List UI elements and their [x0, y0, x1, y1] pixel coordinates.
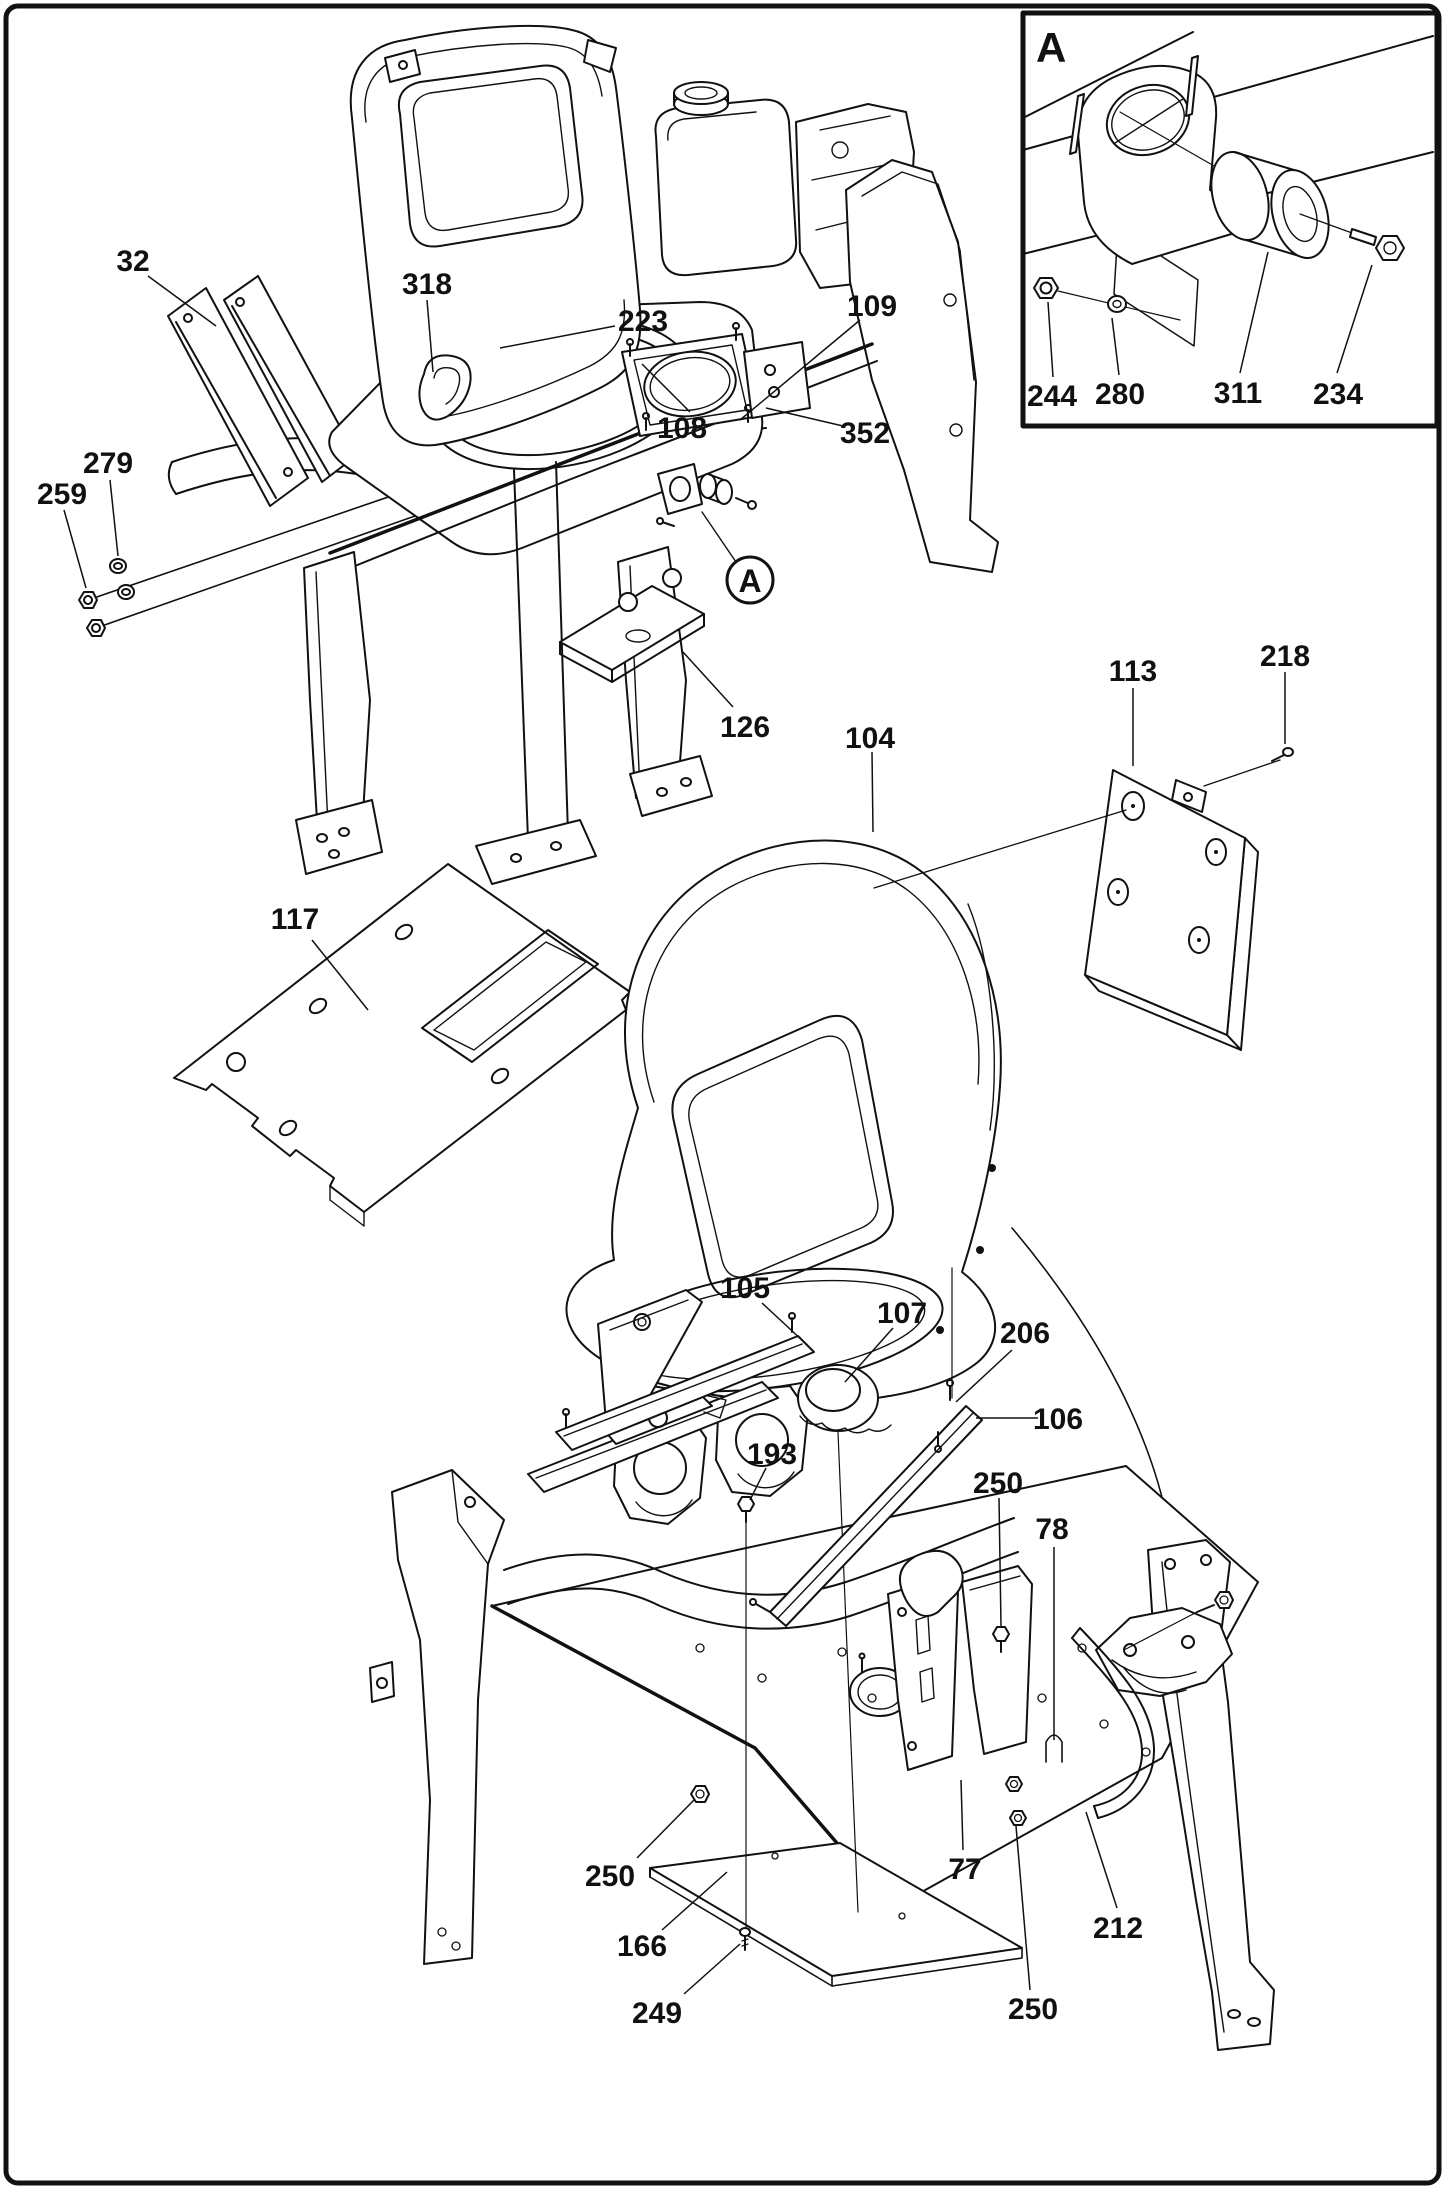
svg-text:218: 218 — [1260, 640, 1310, 673]
svg-text:106: 106 — [1033, 1403, 1083, 1436]
callout-106: 106 — [976, 1403, 1083, 1436]
callout-labels: A A 32 318 223 109 108 352 279 — [37, 24, 1373, 2030]
callout-206: 206 — [955, 1317, 1050, 1403]
svg-text:193: 193 — [747, 1438, 797, 1471]
svg-text:250: 250 — [585, 1860, 635, 1893]
callout-223: 223 — [499, 305, 668, 349]
callout-218: 218 — [1260, 640, 1310, 744]
callout-250-bottom-left: 250 — [585, 1799, 695, 1893]
svg-text:117: 117 — [271, 903, 319, 936]
detail-inset-view — [1020, 10, 1440, 429]
callout-250-bottom-right: 250 — [1008, 1825, 1058, 2026]
callout-126: 126 — [682, 651, 770, 744]
callout-280: 280 — [1095, 317, 1145, 411]
detail-marker-a — [701, 511, 775, 605]
callout-244: 244 — [1027, 301, 1077, 413]
callout-113: 113 — [1109, 655, 1157, 766]
callout-279: 279 — [83, 447, 133, 557]
callout-108: 108 — [641, 363, 707, 445]
svg-text:32: 32 — [116, 245, 149, 278]
callout-259: 259 — [37, 478, 87, 589]
callout-166: 166 — [617, 1871, 728, 1963]
svg-text:318: 318 — [402, 268, 452, 301]
callout-352: 352 — [765, 407, 890, 450]
svg-text:113: 113 — [1109, 655, 1157, 688]
svg-text:126: 126 — [720, 711, 770, 744]
svg-text:78: 78 — [1035, 1513, 1068, 1546]
callout-105: 105 — [720, 1272, 805, 1343]
svg-text:311: 311 — [1214, 377, 1262, 410]
svg-text:105: 105 — [720, 1272, 770, 1305]
upper-seat-assembly-drawing — [78, 24, 999, 885]
svg-text:104: 104 — [845, 722, 895, 755]
callout-311: 311 — [1214, 251, 1269, 410]
svg-text:250: 250 — [1008, 1993, 1058, 2026]
callout-107: 107 — [844, 1297, 927, 1383]
callout-117: 117 — [271, 903, 369, 1011]
callout-234: 234 — [1313, 264, 1373, 411]
svg-text:212: 212 — [1093, 1912, 1143, 1945]
svg-text:234: 234 — [1313, 378, 1363, 411]
callout-32: 32 — [116, 245, 217, 327]
inset-title: A — [1036, 24, 1066, 71]
svg-text:249: 249 — [632, 1997, 682, 2030]
callout-212: 212 — [1085, 1811, 1143, 1945]
svg-text:250: 250 — [973, 1467, 1023, 1500]
callout-104: 104 — [845, 722, 895, 833]
svg-text:352: 352 — [840, 417, 890, 450]
svg-text:244: 244 — [1027, 380, 1077, 413]
svg-text:77: 77 — [948, 1853, 981, 1886]
callout-250-mid: 250 — [973, 1467, 1023, 1627]
callout-77: 77 — [948, 1779, 982, 1886]
svg-text:280: 280 — [1095, 378, 1145, 411]
detail-marker-letter: A — [738, 563, 761, 599]
svg-text:107: 107 — [877, 1297, 927, 1330]
svg-text:223: 223 — [618, 305, 668, 338]
callout-78: 78 — [1035, 1513, 1069, 1740]
svg-text:206: 206 — [1000, 1317, 1050, 1350]
callout-193: 193 — [747, 1438, 797, 1501]
middle-section-drawing — [173, 747, 1294, 1404]
callout-318: 318 — [402, 268, 452, 373]
svg-text:109: 109 — [847, 290, 897, 323]
callout-249: 249 — [632, 1943, 741, 2030]
svg-text:259: 259 — [37, 478, 87, 511]
svg-text:279: 279 — [83, 447, 133, 480]
svg-text:166: 166 — [617, 1930, 667, 1963]
svg-text:108: 108 — [657, 412, 707, 445]
lower-frame-assembly-drawing — [369, 1227, 1275, 2051]
callout-109: 109 — [739, 290, 897, 421]
